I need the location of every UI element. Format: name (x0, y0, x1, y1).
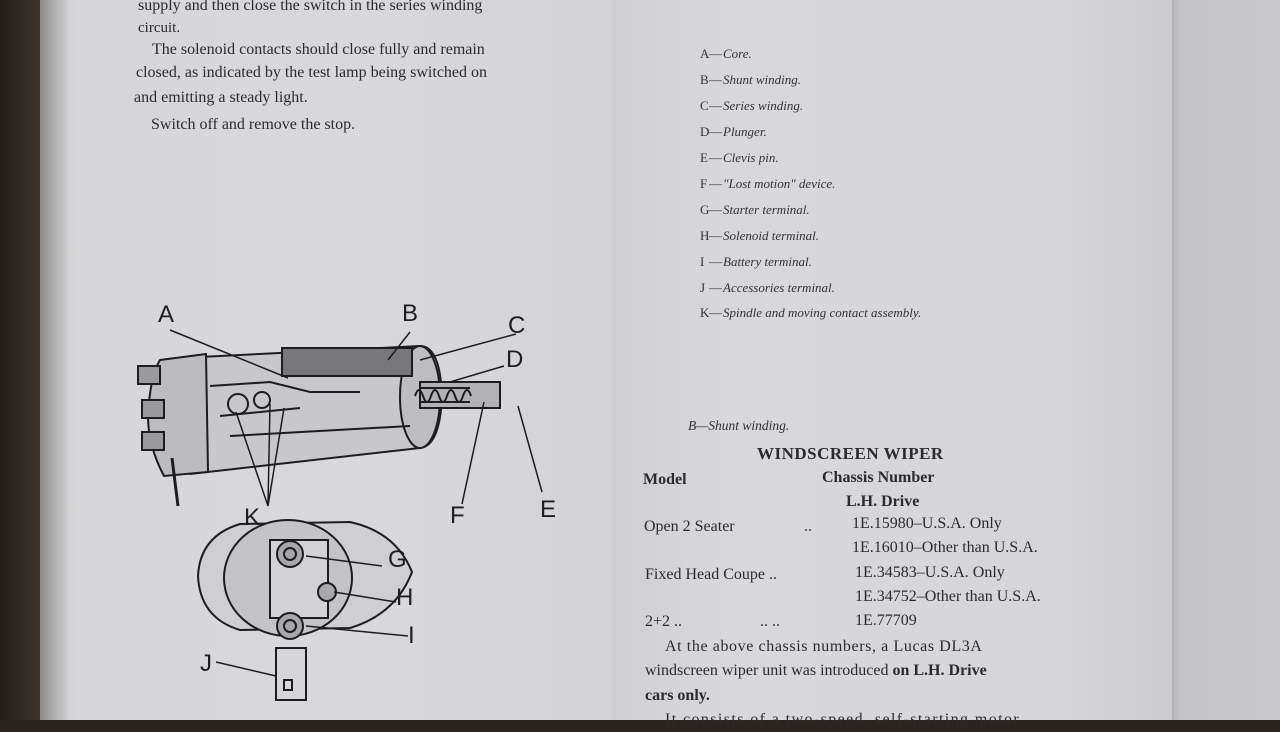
text-line: It consists of a two-speed, self-startin… (665, 711, 1021, 728)
legend-item: I—Battery terminal. (700, 254, 812, 269)
text-line: supply and then close the switch in the … (138, 0, 483, 14)
section-heading: WINDSCREEN WIPER (757, 444, 944, 463)
chassis-number: 1E.16010–Other than U.S.A. (852, 539, 1038, 556)
solenoid-drawing (137, 329, 543, 701)
model-name: Open 2 Seater (644, 518, 735, 535)
right-page (612, 0, 1172, 720)
col-header-drive: L.H. Drive (846, 493, 920, 510)
diagram-label: G (388, 546, 407, 573)
legend-item: E—Clevis pin. (700, 150, 779, 165)
legend-item: G—Starter terminal. (700, 202, 810, 217)
text-line: circuit. (138, 20, 181, 36)
dot-leader: .. .. (760, 613, 780, 630)
diagram-label: C (508, 312, 526, 339)
diagram-label: F (450, 502, 465, 529)
text-line: At the above chassis numbers, a Lucas DL… (665, 638, 983, 655)
col-header-chassis: Chassis Number (822, 469, 935, 486)
text-line: Switch off and remove the stop. (151, 116, 356, 133)
legend-item: B—Shunt winding. (700, 72, 802, 87)
diagram-label: E (540, 496, 557, 523)
diagram-label: B (402, 300, 419, 327)
chassis-number: 1E.77709 (855, 612, 917, 629)
diagram-label: D (506, 346, 524, 373)
chassis-number: 1E.15980–U.S.A. Only (852, 515, 1002, 532)
diagram-label: J (200, 650, 212, 677)
col-header-model: Model (643, 471, 687, 488)
text-line: The solenoid contacts should close fully… (152, 41, 485, 58)
legend-item: H—Solenoid terminal. (700, 228, 820, 243)
model-name: Fixed Head Coupe .. (645, 566, 777, 583)
text-line: and emitting a steady light. (134, 89, 308, 106)
page-edge (1168, 0, 1280, 720)
diagram-label: I (408, 622, 415, 649)
legend-item: C—Series winding. (700, 98, 804, 113)
model-name: 2+2 .. (645, 613, 683, 630)
legend-item: J—Accessories terminal. (700, 280, 835, 295)
legend-item: A—Core. (700, 46, 752, 61)
chassis-number: 1E.34583–U.S.A. Only (855, 564, 1005, 581)
caption: B—Shunt winding. (688, 418, 790, 433)
diagram-label: A (158, 301, 175, 328)
dot-leader: .. (804, 518, 812, 535)
legend-item: D—Plunger. (700, 124, 767, 139)
diagram-label: K (244, 504, 261, 531)
book-spine (40, 0, 70, 720)
text-line: closed, as indicated by the test lamp be… (136, 64, 488, 81)
diagram-label: H (396, 584, 414, 611)
legend-item: K—Spindle and moving contact assembly. (700, 305, 922, 320)
text-line: windscreen wiper unit was introduced on … (645, 662, 987, 679)
chassis-number: 1E.34752–Other than U.S.A. (855, 588, 1041, 605)
legend-item: F—"Lost motion" device. (700, 176, 836, 191)
solenoid-diagram: A B C D E F K G H I J (120, 296, 580, 716)
text-line: cars only. (645, 687, 710, 704)
